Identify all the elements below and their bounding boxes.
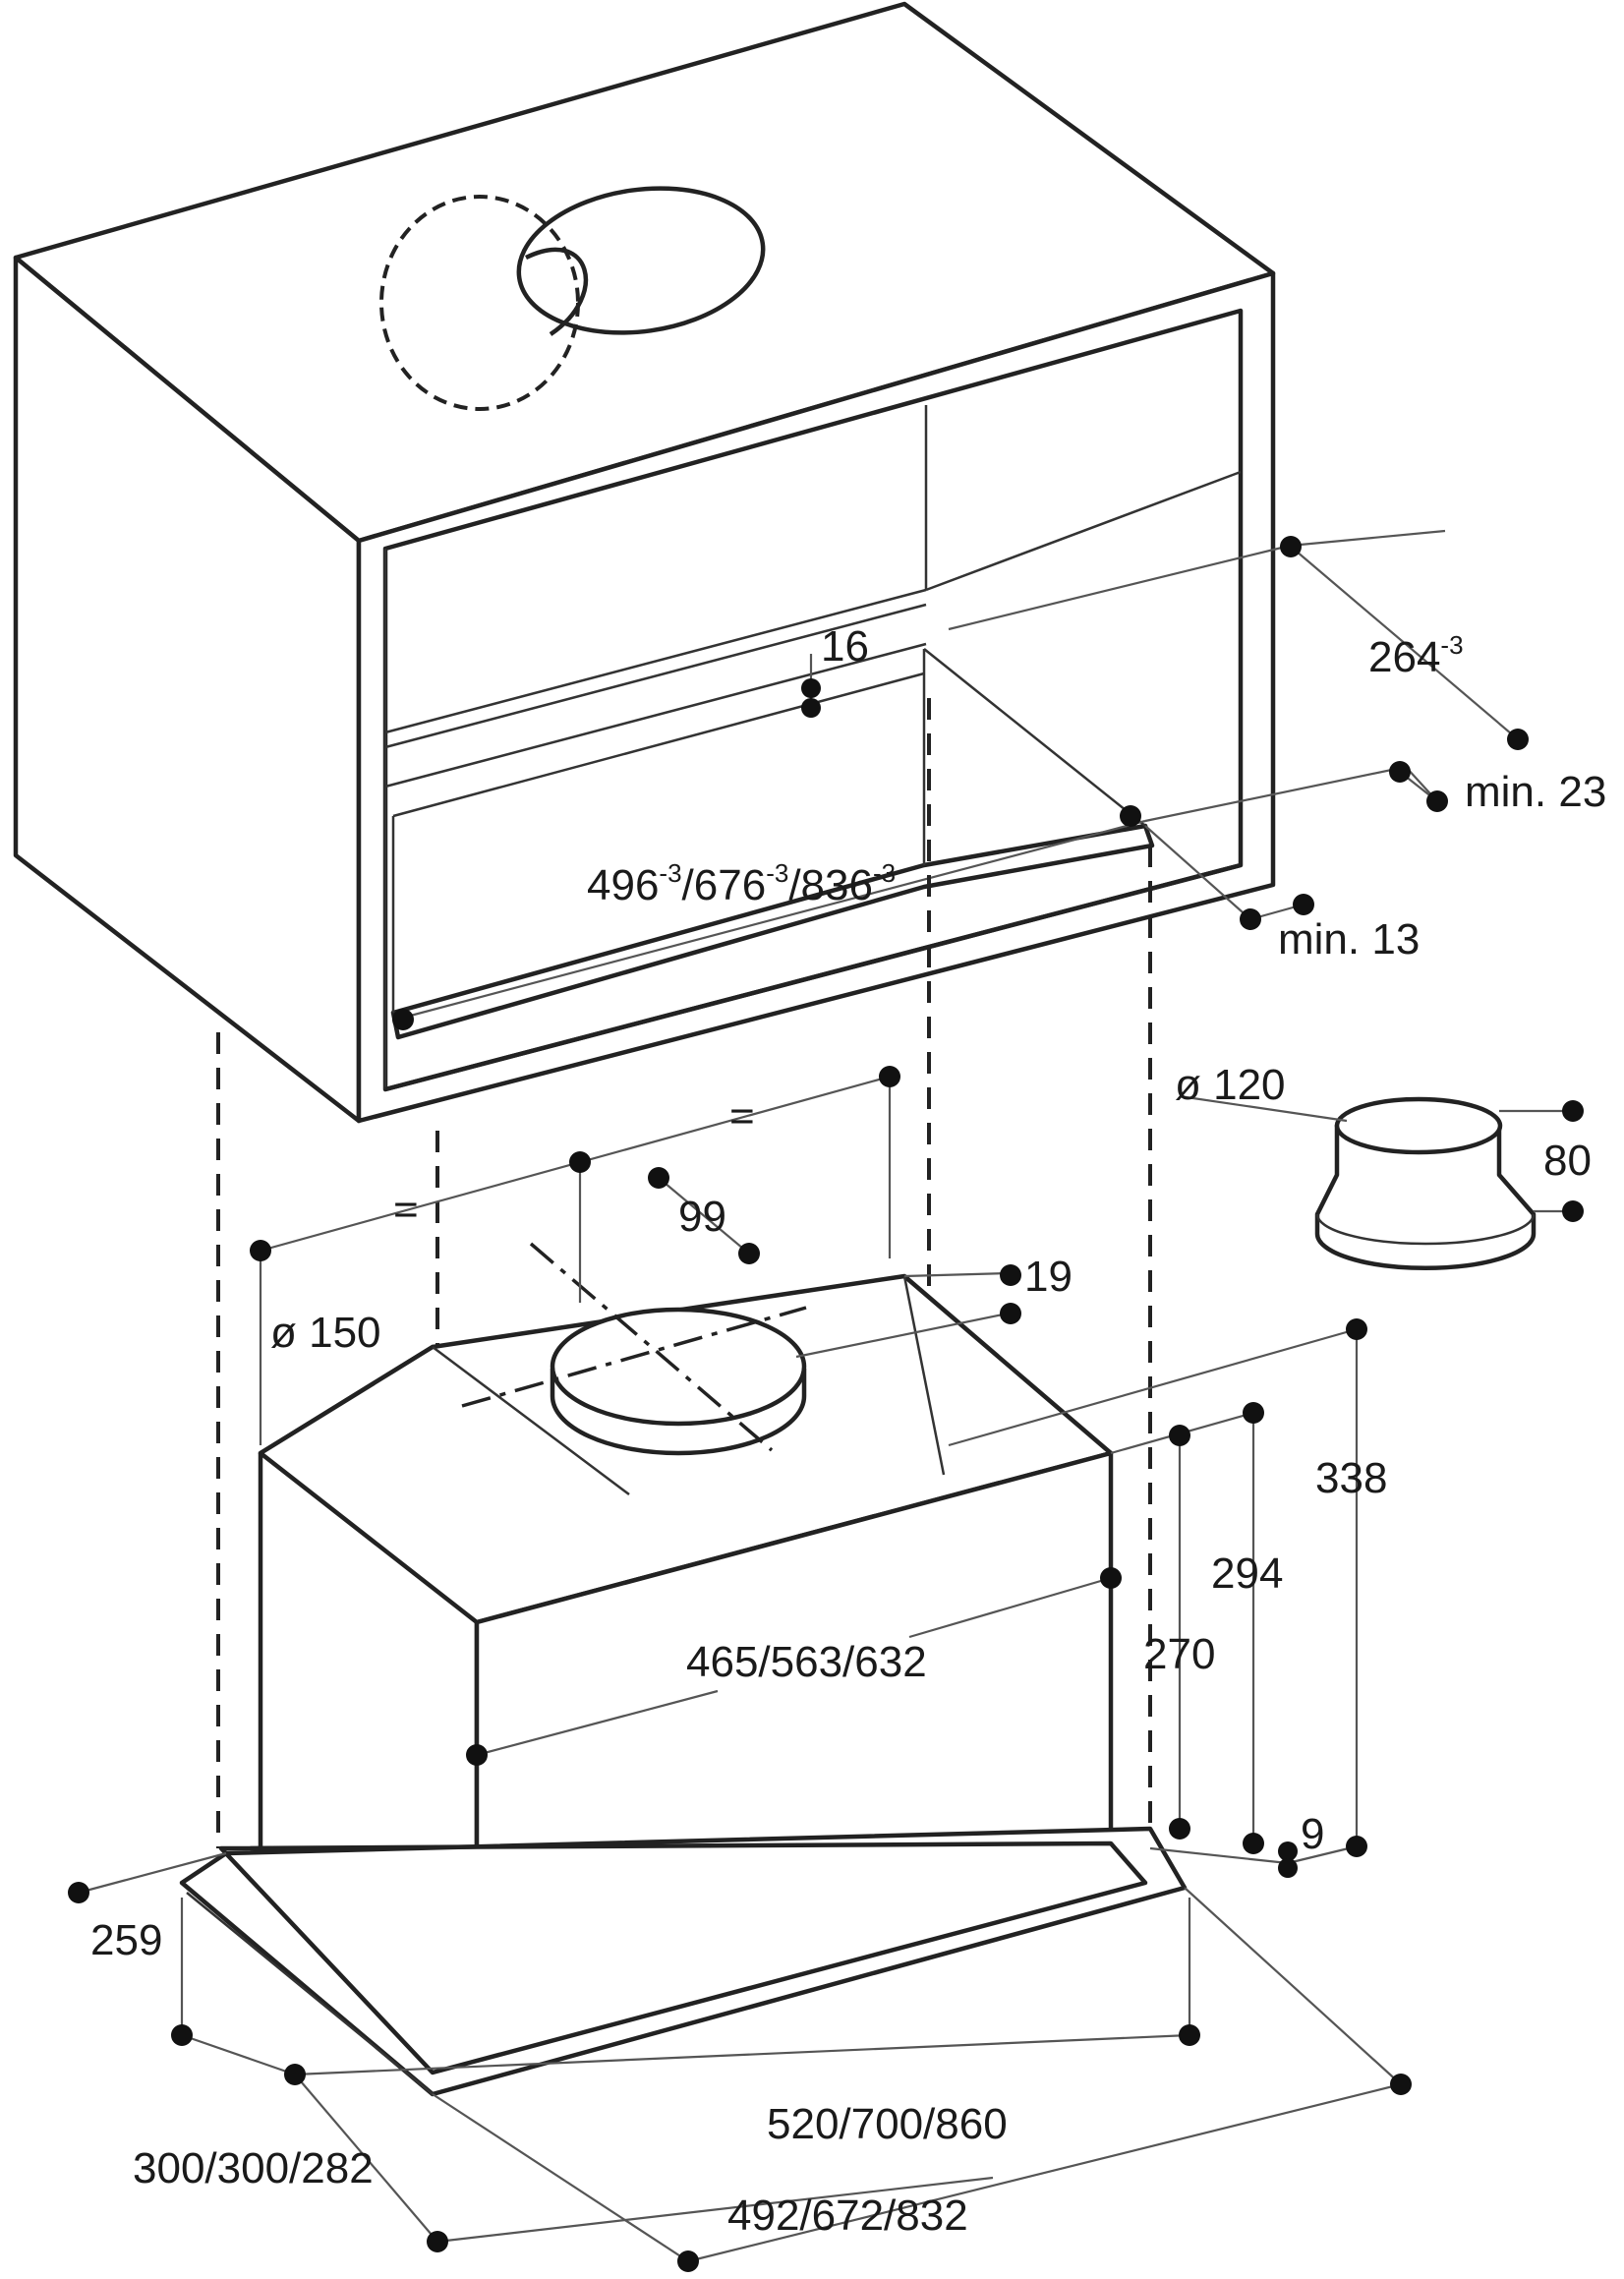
dim-9-label: 9 (1301, 1810, 1324, 1858)
dim-259-label: 259 (90, 1916, 162, 1964)
dim-o120-label: ø 120 (1175, 1061, 1286, 1109)
duct-hole-icon (516, 186, 766, 335)
dim-338-label: 338 (1315, 1454, 1387, 1502)
dim-270-label: 270 (1143, 1630, 1215, 1678)
cabinet-dimensions (392, 529, 1529, 1030)
dim-frame-width-label: 520/700/860 (767, 2100, 1008, 2148)
dim-inner-width-label: 492/672/832 (727, 2191, 968, 2240)
hood-dimensions (68, 1066, 1412, 2272)
equal-left-label: = (393, 1186, 419, 1234)
dim-cutout-width-label: 496-3/676-3/836-3 (587, 858, 896, 909)
dim-264-label: 264-3 (1368, 630, 1464, 681)
dim-16-label: 16 (821, 622, 869, 671)
dim-body-width-label: 465/563/632 (686, 1638, 927, 1686)
dim-min23-label: min. 23 (1465, 768, 1606, 816)
dim-o150-label: ø 150 (270, 1309, 381, 1357)
outlet-spigot-icon (550, 1307, 807, 1427)
dim-294-label: 294 (1211, 1549, 1283, 1598)
dim-min13-label: min. 13 (1278, 915, 1420, 964)
dim-80-label: 80 (1543, 1137, 1592, 1185)
dim-overall-depth-label: 300/300/282 (133, 2144, 374, 2192)
dim-99-label: 99 (678, 1193, 726, 1241)
wall-cabinet (13, 1, 1276, 1124)
dim-19-label: 19 (1024, 1253, 1073, 1301)
reducer-adapter (1179, 1094, 1584, 1270)
dimension-labels: 264-3 min. 23 min. 13 496-3/676-3/836-3 … (90, 622, 1606, 2240)
adapter-top-icon (1334, 1096, 1503, 1155)
equal-right-label: = (729, 1092, 755, 1140)
hood-unit (179, 1242, 1188, 2097)
